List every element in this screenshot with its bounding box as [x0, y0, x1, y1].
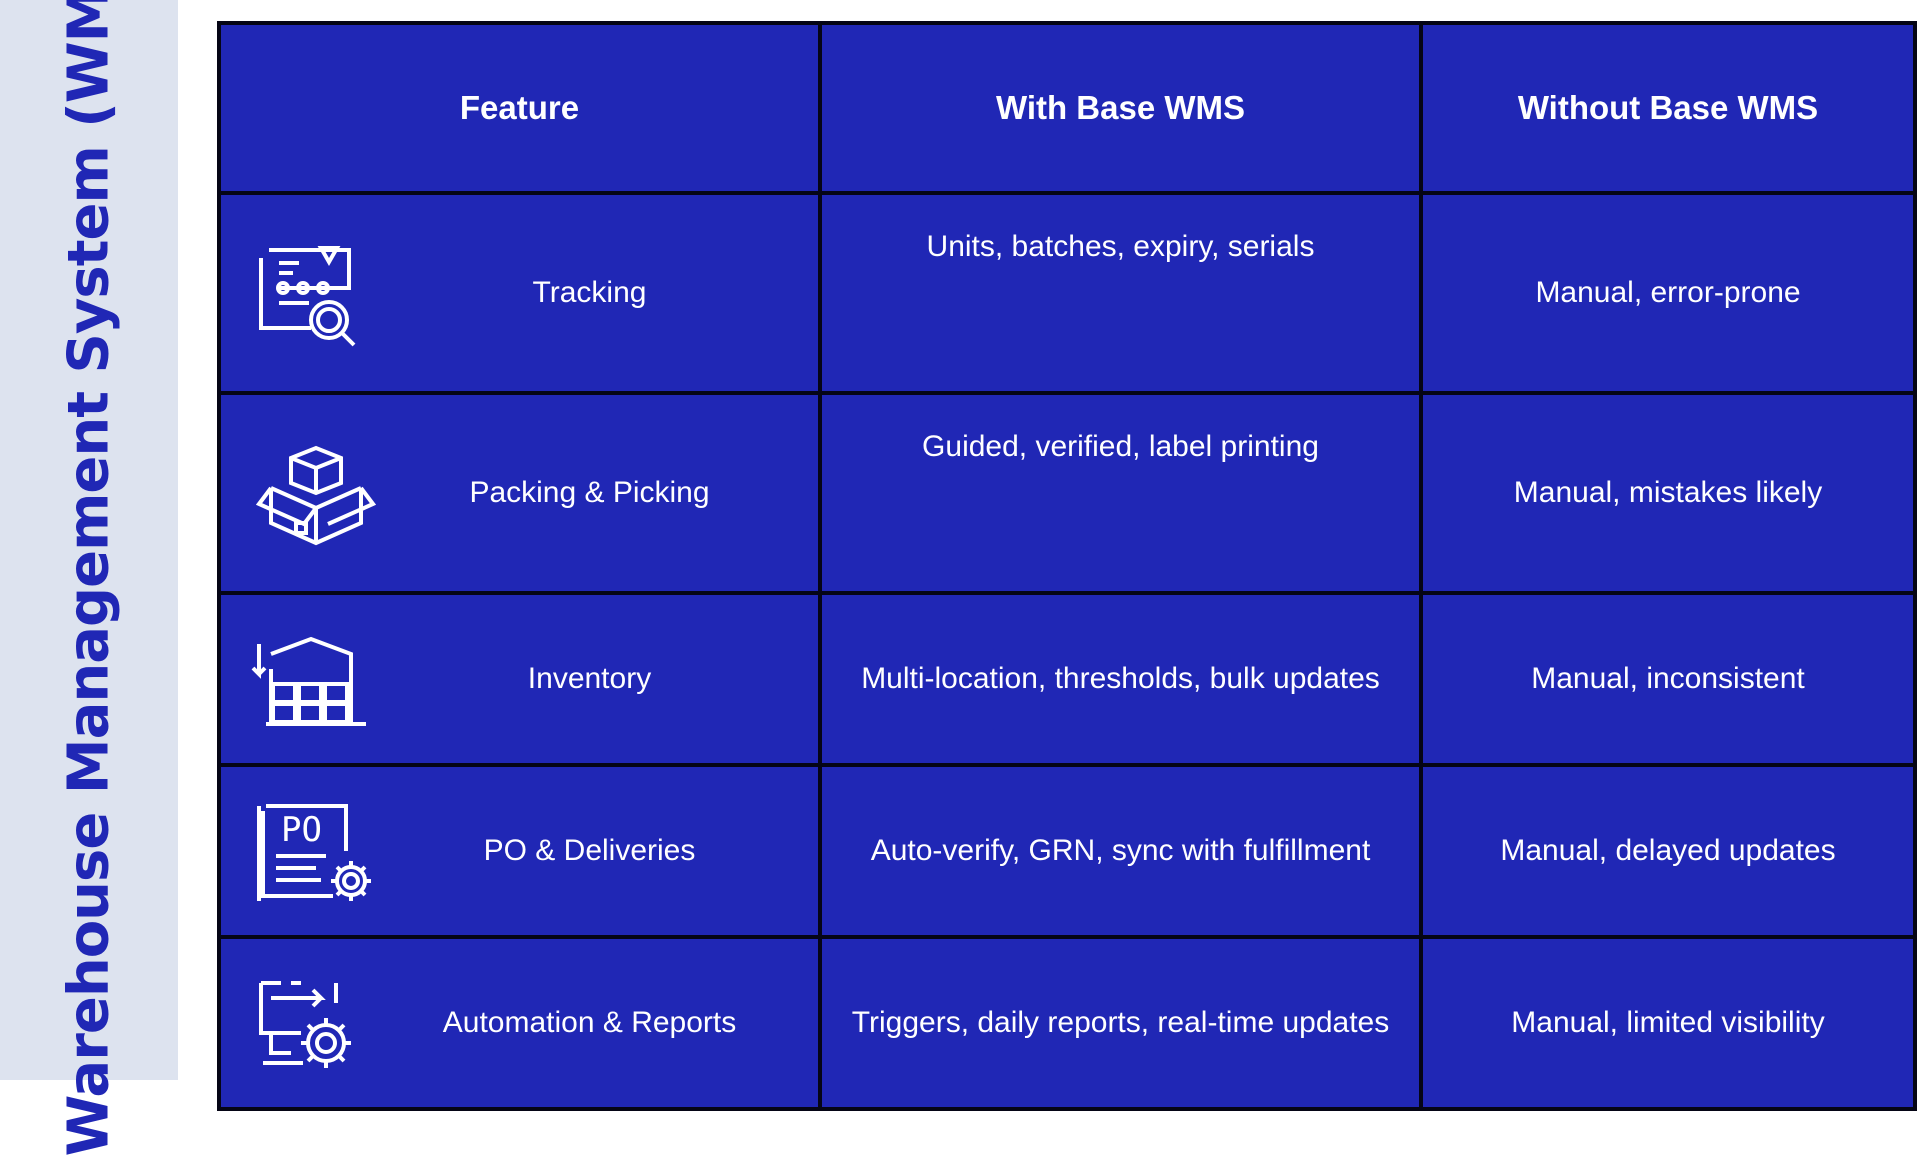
- table-row: Tracking Units, batches, expiry, serials…: [217, 191, 1917, 395]
- table-header-row: Feature With Base WMS Without Base WMS: [217, 21, 1917, 195]
- with-wms-cell: Triggers, daily reports, real-time updat…: [818, 935, 1423, 1111]
- without-wms-cell: Manual, mistakes likely: [1419, 391, 1917, 595]
- without-wms-cell: Manual, error-prone: [1419, 191, 1917, 395]
- table-row: PO PO & Deliveries Auto-verify, GRN, syn…: [217, 763, 1917, 939]
- package-box-icon: [255, 445, 377, 546]
- table-row: Packing & Picking Guided, verified, labe…: [217, 391, 1917, 595]
- purchase-order-icon: PO: [257, 804, 371, 901]
- without-wms-cell: Manual, inconsistent: [1419, 591, 1917, 767]
- header-with-wms: With Base WMS: [818, 21, 1423, 195]
- tracking-icon: [259, 246, 356, 347]
- with-wms-cell: Multi-location, thresholds, bulk updates: [818, 591, 1423, 767]
- sidebar: Warehouse Management System (WMS): [0, 0, 178, 1156]
- svg-text:PO: PO: [281, 810, 322, 850]
- table-row: Inventory Multi-location, thresholds, bu…: [217, 591, 1917, 767]
- without-wms-cell: Manual, delayed updates: [1419, 763, 1917, 939]
- header-without-wms: Without Base WMS: [1419, 21, 1917, 195]
- comparison-table: Feature With Base WMS Without Base WMS T…: [217, 21, 1917, 1111]
- with-wms-cell: Auto-verify, GRN, sync with fulfillment: [818, 763, 1423, 939]
- feature-label: PO & Deliveries: [483, 834, 696, 867]
- feature-label: Automation & Reports: [442, 1006, 737, 1039]
- feature-label: Tracking: [532, 276, 647, 309]
- feature-label: Inventory: [527, 662, 652, 695]
- automation-gear-icon: [259, 981, 351, 1068]
- table-row: Automation & Reports Triggers, daily rep…: [217, 935, 1917, 1111]
- sidebar-title: Warehouse Management System (WMS): [56, 0, 122, 1156]
- warehouse-inventory-icon: [251, 636, 366, 726]
- with-wms-cell: Guided, verified, label printing: [818, 391, 1423, 595]
- feature-label: Packing & Picking: [469, 476, 710, 509]
- header-feature: Feature: [217, 21, 822, 195]
- with-wms-cell: Units, batches, expiry, serials: [818, 191, 1423, 395]
- without-wms-cell: Manual, limited visibility: [1419, 935, 1917, 1111]
